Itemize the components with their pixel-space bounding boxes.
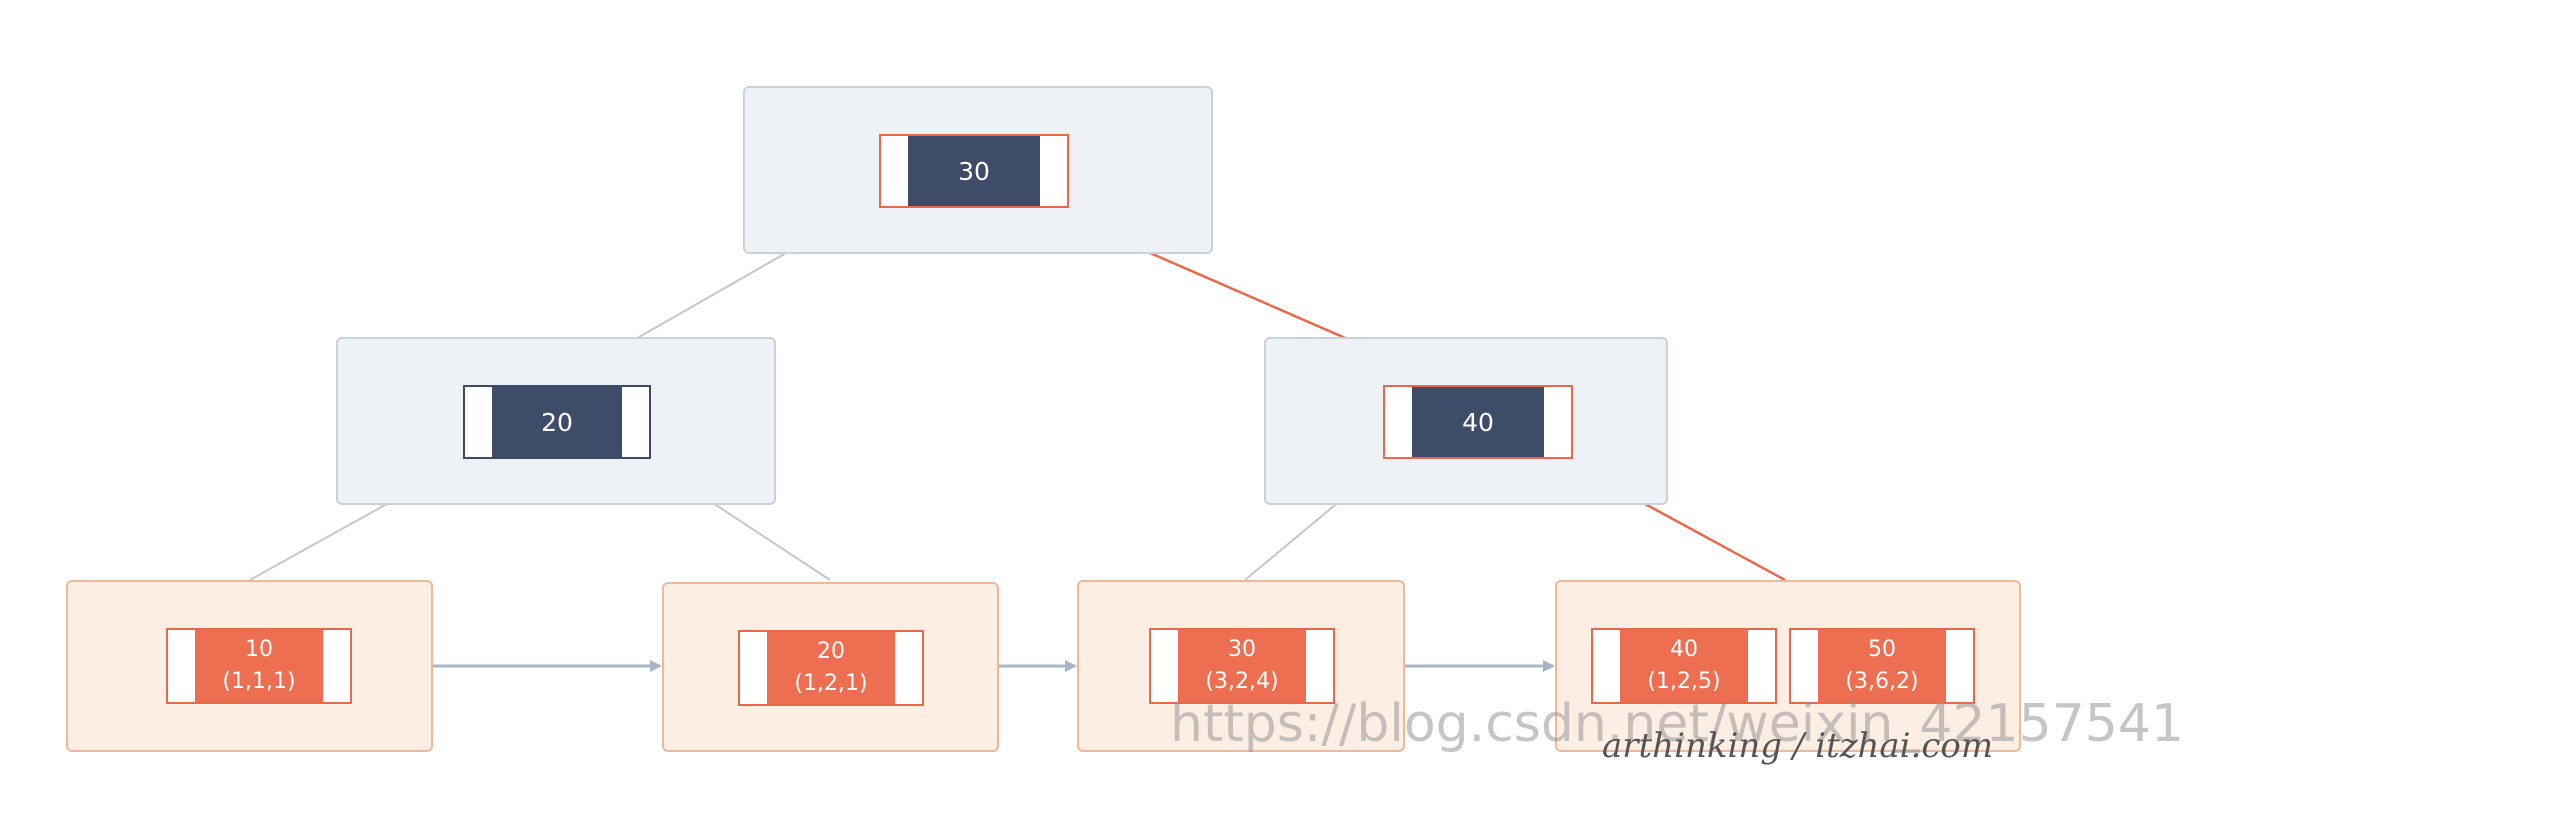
leaf-key-50: 50 (3,6,2) xyxy=(1789,628,1975,704)
internal-key-20-value: 20 xyxy=(492,387,622,457)
internal-key-40-value: 40 xyxy=(1412,387,1544,457)
leaf-key-40-id: 40 xyxy=(1670,637,1698,663)
leaf-node-3: 30 (3,2,4) xyxy=(1077,580,1405,752)
leaf-key-20-tuple: (1,2,1) xyxy=(794,671,868,696)
root-node: 30 xyxy=(743,86,1213,254)
leaf-node-1: 10 (1,1,1) xyxy=(66,580,433,752)
root-key: 30 xyxy=(879,134,1069,208)
root-key-value: 30 xyxy=(908,136,1040,206)
leaf-node-4: 40 (1,2,5) 50 (3,6,2) xyxy=(1555,580,2021,752)
leaf-key-20-id: 20 xyxy=(817,639,845,665)
internal-key-40: 40 xyxy=(1383,385,1573,459)
watermark-text: https://blog.csdn.net/weixin_42157541 xyxy=(1170,694,2185,754)
leaf-key-40-tuple: (1,2,5) xyxy=(1647,669,1721,694)
leaf-key-50-id: 50 xyxy=(1868,637,1896,663)
leaf-key-50-tuple: (3,6,2) xyxy=(1845,669,1919,694)
leaf-key-10: 10 (1,1,1) xyxy=(166,628,352,704)
leaf-key-10-id: 10 xyxy=(245,637,273,663)
internal-key-20: 20 xyxy=(463,385,651,459)
leaf-key-10-tuple: (1,1,1) xyxy=(222,669,296,694)
internal-node-20: 20 xyxy=(336,337,776,505)
leaf-key-20: 20 (1,2,1) xyxy=(738,630,924,706)
leaf-key-30-id: 30 xyxy=(1228,637,1256,663)
leaf-key-40: 40 (1,2,5) xyxy=(1591,628,1777,704)
internal-node-40: 40 xyxy=(1264,337,1668,505)
leaf-node-2: 20 (1,2,1) xyxy=(662,582,999,752)
leaf-key-30: 30 (3,2,4) xyxy=(1149,628,1335,704)
leaf-key-30-tuple: (3,2,4) xyxy=(1205,669,1279,694)
signature-text: arthinking / itzhai.com xyxy=(1602,726,1994,766)
